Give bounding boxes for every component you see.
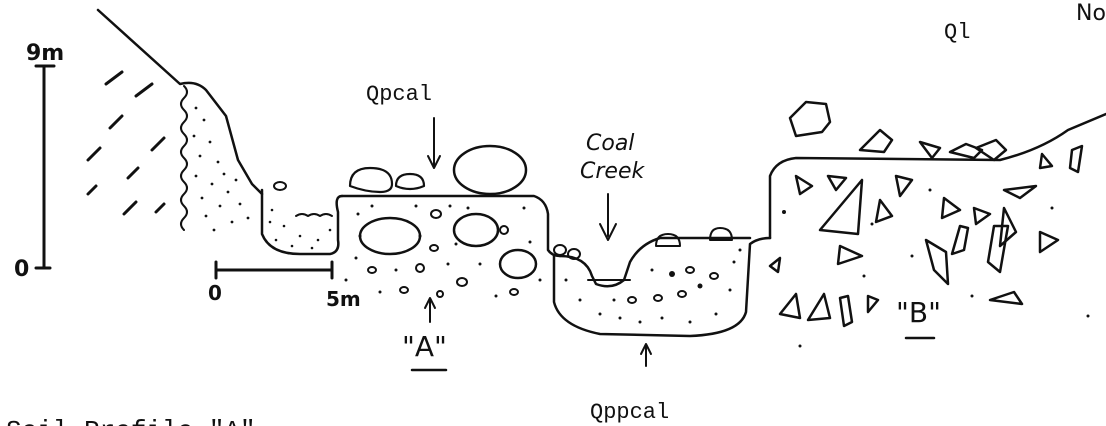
colluvium-fill (193, 107, 250, 232)
site-b-label: "B" (896, 296, 941, 329)
coal-creek-channel (554, 228, 770, 366)
ql-partial-label: No (1076, 1, 1106, 26)
vertical-scale-bottom-label: 0 (14, 257, 29, 282)
vertical-scale-top-label: 9m (26, 41, 64, 66)
vertical-scale-bar: 9m 0 (14, 41, 64, 282)
bedrock-hillslope (88, 10, 262, 230)
qpcal-label: Qpcal (366, 82, 432, 107)
site-b-annotation: "B" (896, 296, 941, 338)
qpcal-terrace-a (342, 146, 560, 298)
site-a-annotation: "A" (402, 298, 447, 370)
coal-creek-annotation: Coal Creek (580, 131, 645, 240)
site-a-label: "A" (402, 330, 447, 363)
terrace-notch (262, 182, 342, 254)
coal-creek-label-line1: Coal (586, 131, 634, 156)
horizontal-scale-bar: 0 5m (208, 262, 361, 311)
qpcal-annotation: Qpcal (366, 82, 440, 168)
coal-creek-label-line2: Creek (580, 159, 645, 184)
qppcal-label: Qppcal (590, 400, 669, 425)
horizontal-scale-right-label: 5m (326, 287, 361, 311)
soil-profile-heading: Soil Profile "A" (6, 416, 256, 426)
horizontal-scale-left-label: 0 (208, 281, 222, 305)
ql-label: Ql (944, 20, 970, 45)
